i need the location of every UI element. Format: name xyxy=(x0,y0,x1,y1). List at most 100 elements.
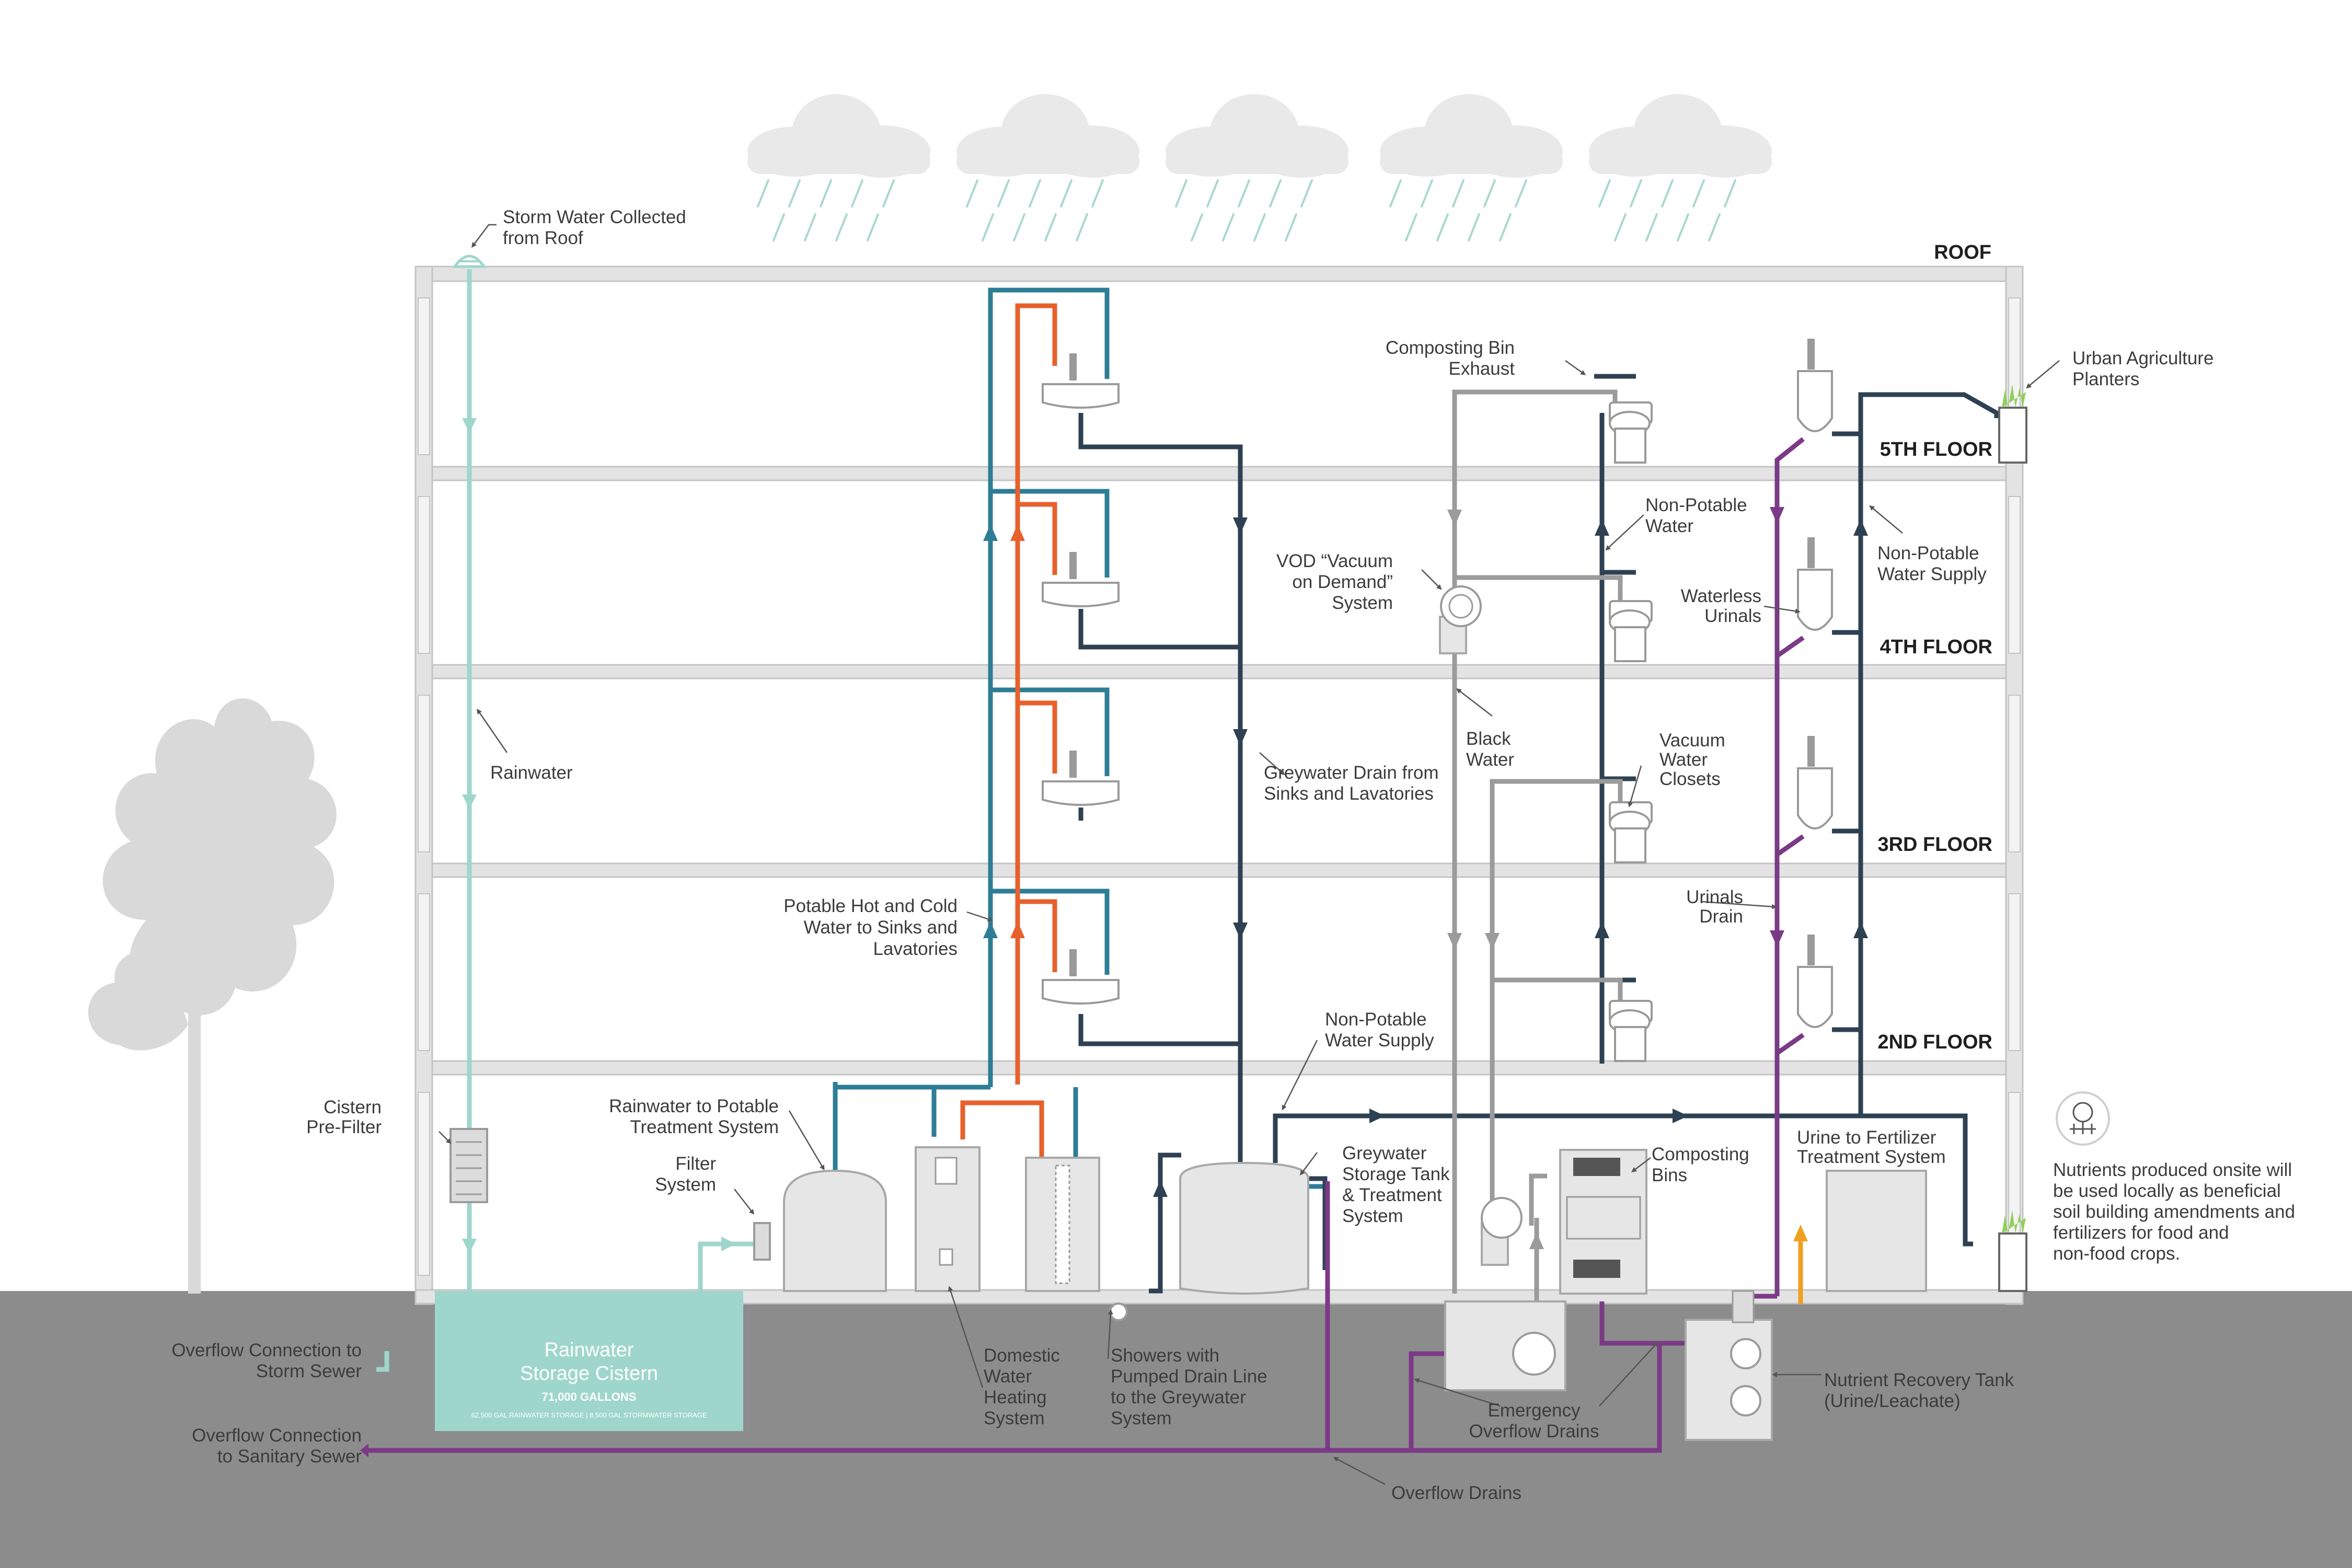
label-emergency-overflow-2: Overflow Drains xyxy=(1469,1421,1599,1442)
label-vacuum-closets-1: Vacuum xyxy=(1659,730,1725,751)
label-nutrients-note-1: Nutrients produced onsite will xyxy=(2053,1160,2292,1180)
vacuum-pump-unit xyxy=(1481,1197,1523,1266)
domestic-water-heater xyxy=(915,1146,981,1292)
label-greywater-tank-4: System xyxy=(1342,1206,1403,1226)
label-nutrients-note-2: be used locally as beneficial xyxy=(2053,1181,2281,1201)
label-nonpotable-supply-low-2: Water Supply xyxy=(1325,1030,1434,1051)
label-overflow-storm-1: Overflow Connection to xyxy=(171,1340,362,1361)
label-black-water-1: Black xyxy=(1466,729,1511,749)
label-urban-agriculture-1: Urban Agriculture xyxy=(2072,348,2213,368)
cistern-capacity: 71,000 GALLONS xyxy=(542,1390,637,1403)
label-nutrients-note-3: soil building amendments and xyxy=(2053,1202,2295,1222)
label-vod-1: VOD “Vacuum xyxy=(1276,551,1393,571)
cistern-title-line-2: Storage Cistern xyxy=(520,1363,658,1385)
urine-fertilizer-treatment-unit xyxy=(1826,1170,1927,1292)
label-filter-system-2: System xyxy=(655,1174,716,1195)
label-potable-hot-cold-1: Potable Hot and Cold xyxy=(783,896,958,916)
nutrient-badge-icon xyxy=(2056,1091,2110,1146)
vod-unit xyxy=(1439,585,1482,654)
label-nonpotable-supply-low-1: Non-Potable xyxy=(1325,1009,1427,1030)
rain-cloud-icon xyxy=(747,94,1772,241)
floor-label-2nd: 2ND FLOOR xyxy=(1877,1031,1992,1053)
label-overflow-drains: Overflow Drains xyxy=(1391,1483,1521,1503)
roof-drain-icon xyxy=(452,255,487,268)
greywater-storage-tank xyxy=(1179,1161,1309,1295)
label-overflow-storm-2: Storm Sewer xyxy=(256,1361,362,1381)
label-rain-to-potable-1: Rainwater to Potable xyxy=(609,1096,779,1116)
floor-label-4th: 4TH FLOOR xyxy=(1880,636,1992,658)
label-nonpotable-water-2: Water xyxy=(1645,516,1693,536)
label-nutrient-tank-1: Nutrient Recovery Tank xyxy=(1824,1370,2014,1390)
label-greywater-tank-3: & Treatment xyxy=(1342,1185,1442,1205)
building-frame xyxy=(414,266,2024,1305)
floor-label-5th: 5TH FLOOR xyxy=(1880,439,1992,460)
label-urine-fertilizer-1: Urine to Fertilizer xyxy=(1797,1127,1936,1148)
label-potable-hot-cold-3: Lavatories xyxy=(873,939,958,959)
label-filter-system-1: Filter xyxy=(675,1154,716,1174)
label-domestic-water-1: Domestic xyxy=(984,1345,1060,1366)
label-emergency-overflow-1: Emergency xyxy=(1488,1400,1581,1421)
label-showers-1: Showers with xyxy=(1111,1345,1219,1366)
labels: Storm Water Collected from Roof Rainwate… xyxy=(171,207,2295,1503)
label-composting-bins-1: Composting xyxy=(1652,1144,1749,1165)
label-greywater-tank-2: Storage Tank xyxy=(1342,1164,1450,1184)
planter-icon xyxy=(1998,384,2027,1292)
label-nutrient-tank-2: (Urine/Leachate) xyxy=(1824,1391,1961,1411)
label-nutrients-note-5: non-food crops. xyxy=(2053,1243,2180,1264)
label-urban-agriculture-2: Planters xyxy=(2072,369,2139,389)
label-greywater-drain-1: Greywater Drain from xyxy=(1264,763,1439,783)
label-composting-exhaust-1: Composting Bin xyxy=(1386,338,1515,358)
label-overflow-sanitary-2: to Sanitary Sewer xyxy=(217,1446,362,1467)
label-nutrients-note-4: fertilizers for food and xyxy=(2053,1223,2229,1243)
label-urine-fertilizer-2: Treatment System xyxy=(1797,1147,1946,1167)
floor-label-3rd: 3RD FLOOR xyxy=(1877,834,1992,856)
leader-lines xyxy=(439,224,2060,1485)
filter-system xyxy=(753,1222,771,1261)
cistern-detail: 62,500 GAL RAINWATER STORAGE | 8,500 GAL… xyxy=(471,1411,707,1419)
label-domestic-water-4: System xyxy=(984,1408,1045,1428)
label-urinals-drain-2: Drain xyxy=(1699,906,1743,927)
vacuum-collection-unit xyxy=(1444,1300,1566,1391)
label-vod-2: on Demand” xyxy=(1292,572,1393,592)
nutrient-recovery-tank xyxy=(1685,1290,1773,1441)
label-cistern-prefilter-2: Pre-Filter xyxy=(306,1117,382,1137)
label-rain-to-potable-2: Treatment System xyxy=(630,1117,779,1137)
rainwater-storage-cistern xyxy=(435,1291,743,1431)
label-composting-bins-2: Bins xyxy=(1652,1165,1687,1185)
black-water-pipe xyxy=(1452,389,1623,1301)
label-nonpotable-supply-high-1: Non-Potable xyxy=(1877,543,1979,563)
label-vod-3: System xyxy=(1332,593,1393,613)
toilet-icon xyxy=(1609,401,1653,1062)
label-showers-2: Pumped Drain Line xyxy=(1111,1366,1267,1387)
label-greywater-tank-1: Greywater xyxy=(1342,1143,1427,1163)
label-composting-exhaust-2: Exhaust xyxy=(1449,359,1515,379)
label-urinals-drain-1: Urinals xyxy=(1686,887,1743,907)
urine-drain-pipe xyxy=(368,437,1805,1453)
label-domestic-water-2: Water xyxy=(984,1366,1032,1387)
cistern-title-line-1: Rainwater xyxy=(544,1339,633,1361)
potable-treatment-tank xyxy=(783,1169,887,1292)
label-storm-water-1: Storm Water Collected xyxy=(503,207,686,227)
ground xyxy=(0,1291,2352,1568)
sink-icon xyxy=(1042,353,1120,1005)
urinal-icon xyxy=(1797,339,1833,1028)
label-black-water-2: Water xyxy=(1466,750,1514,770)
label-potable-hot-cold-2: Water to Sinks and xyxy=(804,917,958,938)
label-storm-water-2: from Roof xyxy=(503,228,583,248)
label-nonpotable-water-1: Non-Potable xyxy=(1645,495,1747,515)
label-cistern-prefilter-1: Cistern xyxy=(324,1097,382,1117)
cistern-pre-filter xyxy=(449,1128,488,1203)
rainwater-pipe xyxy=(376,269,760,1372)
label-overflow-sanitary-1: Overflow Connection xyxy=(192,1425,362,1446)
label-waterless-urinals-2: Urinals xyxy=(1704,606,1761,626)
label-showers-4: System xyxy=(1111,1408,1172,1428)
label-showers-3: to the Greywater xyxy=(1111,1387,1246,1408)
label-domestic-water-3: Heating xyxy=(984,1387,1047,1408)
shower-unit xyxy=(1025,1157,1100,1292)
label-rainwater: Rainwater xyxy=(490,763,573,783)
label-greywater-drain-2: Sinks and Lavatories xyxy=(1264,783,1434,804)
tree-icon xyxy=(88,698,337,1294)
label-nonpotable-supply-high-2: Water Supply xyxy=(1877,564,1987,584)
potable-hot-pipe xyxy=(960,303,1057,1163)
